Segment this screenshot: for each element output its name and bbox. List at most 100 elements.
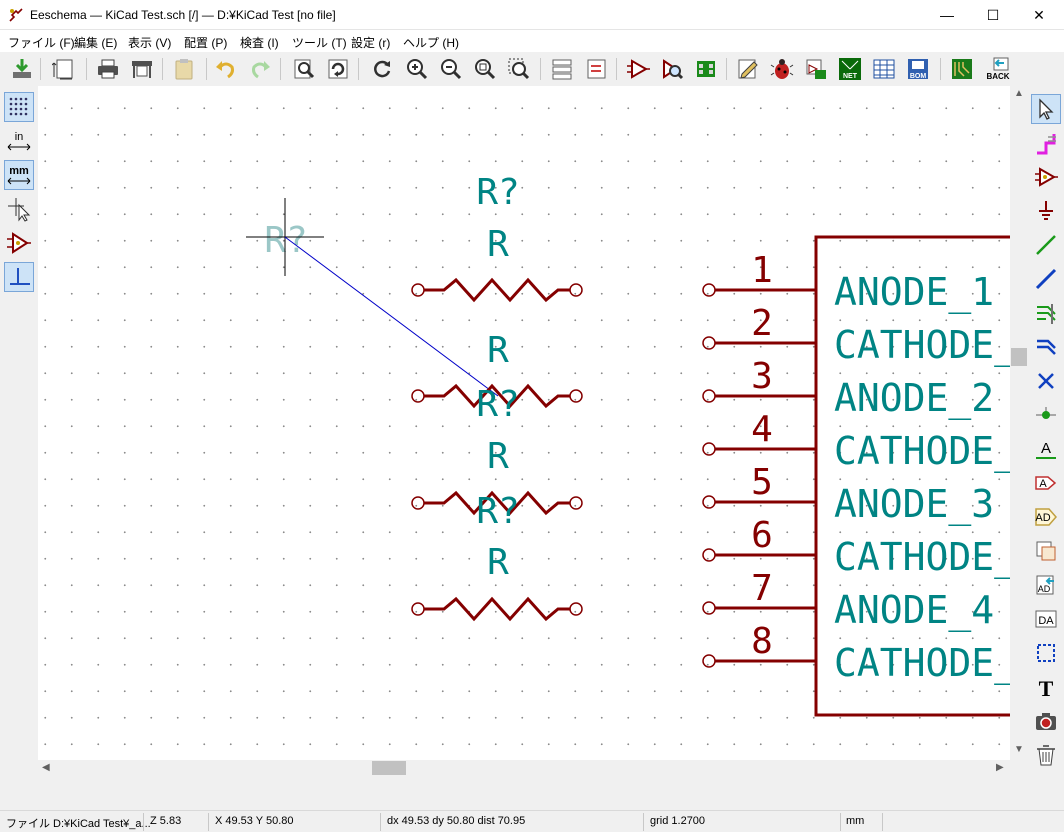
place-graphic-lines-icon[interactable]: [1031, 638, 1061, 668]
netlist-gen-icon[interactable]: [802, 55, 830, 83]
place-hier-label-icon[interactable]: AD: [1031, 502, 1061, 532]
hidden-pins-toggle[interactable]: [4, 228, 34, 258]
find-icon[interactable]: [290, 55, 318, 83]
place-label-icon[interactable]: A: [1031, 434, 1061, 464]
resistor-2[interactable]: R: [411, 330, 583, 409]
zoom-out-icon[interactable]: [437, 55, 465, 83]
paste-icon[interactable]: [170, 55, 198, 83]
vertical-scroll-thumb[interactable]: [1011, 348, 1027, 366]
menu-file[interactable]: ファイル (F): [8, 36, 75, 50]
resistor-4[interactable]: R? R: [411, 491, 583, 622]
bom-icon[interactable]: BOM: [904, 55, 932, 83]
no-connect-icon[interactable]: [1031, 366, 1061, 396]
menu-preferences[interactable]: 設定 (r): [351, 36, 391, 50]
status-file: ファイル D:¥KiCad Test¥_a...: [6, 818, 151, 830]
redo-icon[interactable]: [246, 55, 274, 83]
load-schematic-icon[interactable]: [8, 55, 36, 83]
menu-inspect[interactable]: 検査 (I): [240, 36, 279, 50]
annotate-icon[interactable]: [734, 55, 762, 83]
leave-sheet-icon[interactable]: [582, 55, 610, 83]
zoom-selection-icon[interactable]: [505, 55, 533, 83]
hierarchy-navigate-icon[interactable]: [1031, 128, 1061, 158]
resistor-3[interactable]: R? R: [411, 384, 583, 516]
place-junction-icon[interactable]: [1031, 400, 1061, 430]
menu-edit[interactable]: 編集 (E): [74, 36, 118, 50]
connector-body: [814, 235, 1010, 717]
vertical-scrollbar[interactable]: ▲ ▼: [1010, 86, 1028, 760]
units-inch-toggle[interactable]: in: [4, 126, 34, 156]
menu-place[interactable]: 配置 (P): [184, 36, 228, 50]
scroll-up-arrow[interactable]: ▲: [1014, 88, 1024, 99]
netlist-icon[interactable]: NET: [836, 55, 864, 83]
connector-symbol[interactable]: 1ANODE_12CATHODE_13ANODE_24CATHODE_25ANO…: [702, 235, 1010, 717]
bom-table-icon[interactable]: [870, 55, 898, 83]
pin-number: 3: [751, 356, 773, 397]
svg-text:AD: AD: [1038, 584, 1051, 594]
pin-name: CATHODE_2: [834, 429, 1010, 474]
symbol-browser-icon[interactable]: [658, 55, 686, 83]
wire-to-bus-entry-icon[interactable]: [1031, 298, 1061, 328]
place-wire-icon[interactable]: [1031, 230, 1061, 260]
delete-item-icon[interactable]: [1031, 740, 1061, 770]
refresh-icon[interactable]: [368, 55, 396, 83]
erc-icon[interactable]: [768, 55, 796, 83]
pin-number: 7: [751, 568, 773, 609]
footprint-assign-icon[interactable]: [692, 55, 720, 83]
pin-number: 8: [751, 621, 773, 662]
pin-name: ANODE_1: [834, 270, 994, 315]
scroll-left-arrow[interactable]: ◀: [42, 762, 50, 773]
find-replace-icon[interactable]: [324, 55, 352, 83]
close-button[interactable]: ✕: [1033, 7, 1045, 23]
place-sheet-pin-icon[interactable]: DA: [1031, 604, 1061, 634]
window-title: Eeschema — KiCad Test.sch [/] — D:¥KiCad…: [30, 8, 336, 22]
import-sheet-pin-icon[interactable]: AD: [1031, 570, 1061, 600]
units-mm-toggle[interactable]: mm: [4, 160, 34, 190]
back-annotate-icon[interactable]: BACK: [982, 55, 1014, 83]
place-bus-icon[interactable]: [1031, 264, 1061, 294]
zoom-in-icon[interactable]: [403, 55, 431, 83]
menu-view[interactable]: 表示 (V): [128, 36, 172, 50]
menu-help[interactable]: ヘルプ (H): [403, 36, 459, 50]
place-global-label-icon[interactable]: A: [1031, 468, 1061, 498]
hierarchy-nav-icon[interactable]: [548, 55, 576, 83]
show-grid-toggle[interactable]: [4, 92, 34, 122]
scroll-right-arrow[interactable]: ▶: [996, 762, 1004, 773]
horizontal-scroll-thumb[interactable]: [372, 761, 406, 775]
place-image-icon[interactable]: [1031, 706, 1061, 736]
bus-to-bus-entry-icon[interactable]: [1031, 332, 1061, 362]
minimize-button[interactable]: —: [940, 7, 954, 23]
menu-tools[interactable]: ツール (T): [292, 36, 347, 50]
undo-icon[interactable]: [212, 55, 240, 83]
select-tool-icon[interactable]: [1031, 94, 1061, 124]
pcbnew-icon[interactable]: [948, 55, 976, 83]
plot-icon[interactable]: [128, 55, 156, 83]
title-bar: Eeschema — KiCad Test.sch [/] — D:¥KiCad…: [0, 0, 1064, 30]
schematic-canvas[interactable]: R? R? R R R? R: [38, 86, 1010, 760]
horizontal-scrollbar[interactable]: ◀ ▶: [38, 760, 1010, 776]
maximize-button[interactable]: ☐: [986, 7, 1000, 23]
place-power-icon[interactable]: [1031, 196, 1061, 226]
print-icon[interactable]: [94, 55, 122, 83]
page-settings-icon[interactable]: [50, 55, 78, 83]
place-symbol-icon[interactable]: [1031, 162, 1061, 192]
wire-angle-toggle[interactable]: [4, 262, 34, 292]
svg-text:mm: mm: [9, 165, 29, 177]
resistor-1[interactable]: R? R: [411, 172, 583, 303]
zoom-fit-icon[interactable]: [471, 55, 499, 83]
pin-name: CATHODE_3: [834, 535, 1010, 580]
scroll-down-arrow[interactable]: ▼: [1014, 744, 1024, 755]
symbol-editor-icon[interactable]: [624, 55, 652, 83]
resistor-3-ref: R?: [476, 384, 519, 425]
place-text-icon[interactable]: T: [1031, 672, 1061, 702]
cursor-shape-toggle[interactable]: [4, 194, 34, 224]
place-sheet-icon[interactable]: [1031, 536, 1061, 566]
